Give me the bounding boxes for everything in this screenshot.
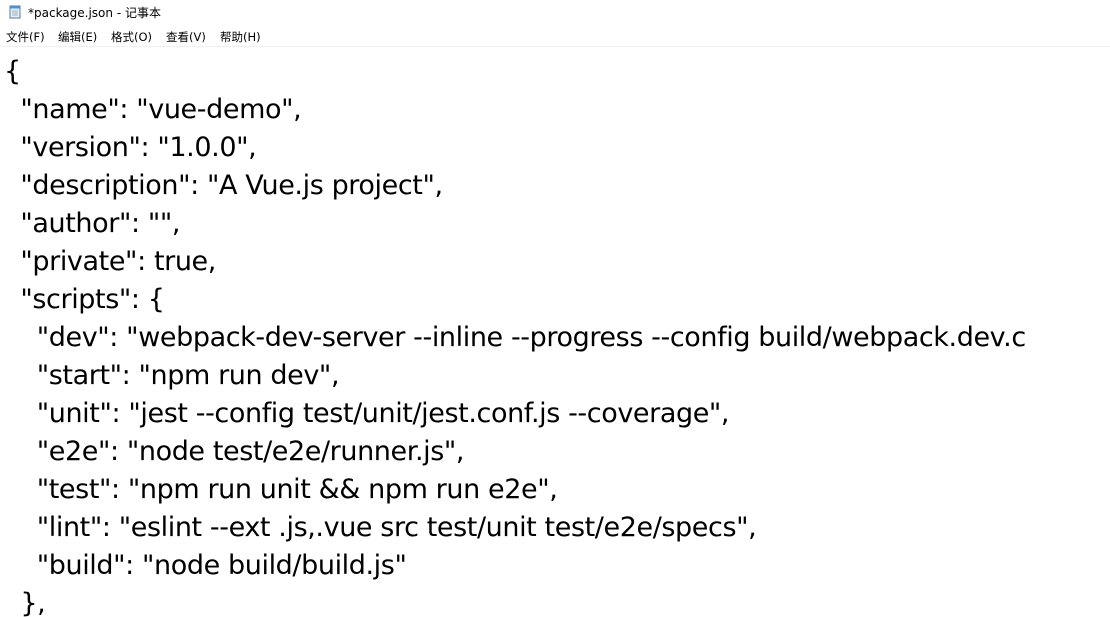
editor-line: "private": true, (4, 246, 216, 277)
menu-view[interactable]: 查看(V) (166, 30, 206, 44)
editor-line: "lint": "eslint --ext .js,.vue src test/… (4, 512, 757, 543)
editor-line: "build": "node build/build.js" (4, 550, 407, 581)
editor-line: { (4, 56, 21, 87)
menu-file[interactable]: 文件(F) (6, 30, 45, 44)
editor-line: "start": "npm run dev", (4, 360, 340, 391)
menu-format[interactable]: 格式(O) (111, 30, 153, 44)
menu-bar: 文件(F) 编辑(E) 格式(O) 查看(V) 帮助(H) (0, 28, 1110, 47)
editor-line: "scripts": { (4, 284, 165, 315)
text-editor-area[interactable]: { "name": "vue-demo", "version": "1.0.0"… (0, 47, 1110, 617)
editor-line: "name": "vue-demo", (4, 94, 302, 125)
editor-line: "version": "1.0.0", (4, 132, 257, 163)
window-title: *package.json - 记事本 (28, 6, 161, 20)
menu-help[interactable]: 帮助(H) (220, 30, 261, 44)
notepad-icon (9, 5, 21, 19)
editor-line: "unit": "jest --config test/unit/jest.co… (4, 398, 730, 429)
editor-line: "author": "", (4, 208, 181, 239)
editor-line: "dev": "webpack-dev-server --inline --pr… (4, 322, 1026, 353)
menu-edit[interactable]: 编辑(E) (58, 30, 98, 44)
editor-line: "description": "A Vue.js project", (4, 170, 443, 201)
editor-line: "test": "npm run unit && npm run e2e", (4, 474, 558, 505)
editor-line: "e2e": "node test/e2e/runner.js", (4, 436, 465, 467)
title-bar: *package.json - 记事本 (0, 0, 1110, 26)
editor-line: }, (4, 588, 46, 617)
